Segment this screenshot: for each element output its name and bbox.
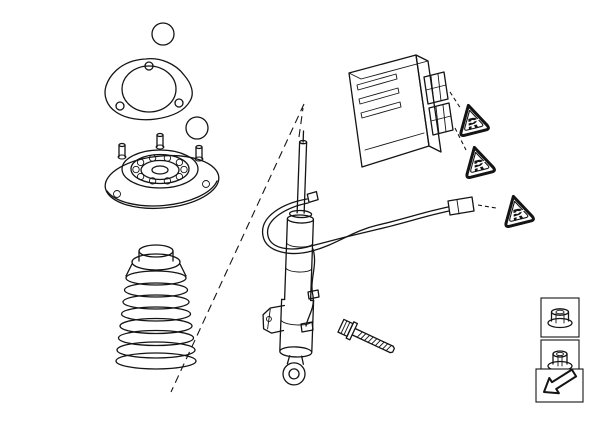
callout-circle-1[interactable]	[151, 22, 175, 46]
edc-control-unit-part[interactable]	[348, 54, 467, 168]
module-connector-2	[428, 102, 454, 136]
strut-support-bearing-part[interactable]	[103, 132, 221, 213]
mount-stud	[155, 132, 165, 150]
recycle-triangle-3[interactable]: R	[500, 193, 535, 228]
recycle-letter: R	[510, 205, 526, 225]
recycle-letter: R	[471, 156, 487, 176]
assembly-axis-line	[170, 103, 305, 393]
sensor-cable-part[interactable]	[262, 196, 497, 333]
recycle-triangle-1[interactable]: R	[455, 102, 490, 137]
recycle-letter: R	[465, 114, 481, 134]
mount-stud	[194, 144, 204, 162]
spring-strut-part[interactable]	[261, 130, 321, 386]
hex-bolt-part[interactable]	[337, 318, 397, 359]
module-connector-1	[423, 71, 449, 105]
recycle-triangle-2[interactable]: R	[461, 144, 496, 179]
callout-circle-2[interactable]	[185, 116, 209, 140]
gasket-ring-part[interactable]	[104, 58, 193, 121]
inset-nut-box-1[interactable]	[540, 297, 580, 338]
inset-arrow-box[interactable]	[535, 368, 584, 403]
direction-arrow-icon	[543, 368, 578, 395]
cable-connector	[447, 196, 475, 216]
mount-stud	[117, 142, 127, 160]
dust-boot-part[interactable]	[115, 244, 197, 370]
self-locking-nut-icon	[547, 308, 573, 329]
